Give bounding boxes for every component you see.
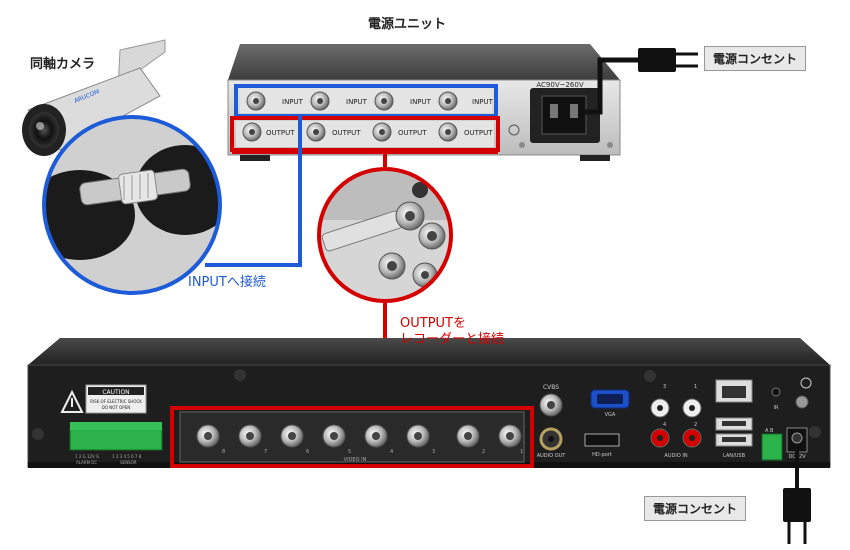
video-in-bnc-3 [406, 424, 430, 448]
video-in-label: VIDEO IN [344, 457, 367, 463]
vga-label: VGA [605, 412, 616, 418]
ground-screw-icon [795, 395, 809, 409]
ir-label: IR [774, 405, 779, 411]
hd-port-label: HD-port [592, 452, 612, 458]
lan-usb-label: LAN/USB [723, 453, 746, 459]
video-in-number-7: 7 [264, 449, 267, 455]
output-port-label-4: OUTPUT [464, 129, 493, 137]
coax-camera [22, 39, 166, 172]
input-port-label-4: INPUT [472, 98, 494, 106]
input-bnc-4 [438, 91, 458, 111]
output-port-label-1: OUTPUT [266, 129, 295, 137]
input-connect-label: INPUTへ接続 [188, 275, 266, 290]
usb-ports [715, 417, 753, 447]
video-in-number-3: 3 [432, 449, 435, 455]
caution-title: CAUTION [102, 389, 129, 396]
output-port-label-3: OUTPUT [398, 129, 427, 137]
input-port-label-1: INPUT [282, 98, 304, 106]
input-bnc-3 [374, 91, 394, 111]
ab-terminal [761, 433, 783, 461]
dc12v-port [786, 427, 808, 453]
video-in-number-6: 6 [306, 449, 309, 455]
video-in-bnc-8 [196, 424, 220, 448]
alarm-label: ALARM DC [76, 460, 97, 465]
audio-in-label: AUDIO IN [664, 453, 687, 459]
output-connect-label: OUTPUTを レコーダーと接続 [400, 316, 504, 348]
audio-out-label: AUDIO OUT [537, 453, 567, 459]
video-in-number-2: 2 [482, 449, 485, 455]
alarm-terminal-block [69, 422, 163, 451]
input-bnc-2 [310, 91, 330, 111]
sensor-label: SENSOR [120, 460, 137, 465]
video-in-bnc-6 [280, 424, 304, 448]
output-port-label-2: OUTPUT [332, 129, 361, 137]
input-bnc-1 [246, 91, 266, 111]
audio-out-port [539, 427, 563, 451]
video-in-number-1: 1 [520, 449, 523, 455]
caution-line-2: DO NOT OPEN [102, 405, 130, 410]
video-in-bnc-2 [456, 424, 480, 448]
audio-in-number-1: 1 [694, 384, 697, 390]
caution-line-1: RISK OF ELECTRIC SHOCK [90, 399, 142, 404]
video-in-number-4: 4 [390, 449, 393, 455]
ir-port [771, 387, 781, 397]
audio-in-number-4: 4 [663, 422, 666, 428]
hd-port [584, 433, 620, 447]
sensor-pin-labels: 1 2 3 4 5 6 7 8 [112, 454, 142, 459]
input-connection-line [205, 116, 302, 267]
audio-in-number-2: 2 [694, 422, 697, 428]
video-in-number-5: 5 [348, 449, 351, 455]
audio-in-number-3: 3 [663, 384, 666, 390]
bnc-zoom-circle [317, 167, 453, 303]
video-in-bnc-7 [238, 424, 262, 448]
cvbs-port [539, 393, 563, 417]
input-port-label-3: INPUT [410, 98, 432, 106]
outlet-label-bottom: 電源コンセント [644, 496, 747, 521]
ground-icon [800, 377, 812, 389]
alarm-pin-labels: 1 2 G 12V G [75, 454, 99, 459]
camera-title: 同軸カメラ [30, 57, 96, 72]
input-port-label-2: INPUT [346, 98, 368, 106]
lan-port [715, 379, 753, 403]
power-unit-title: 電源ユニット [368, 17, 447, 32]
output-bnc-1 [242, 122, 262, 142]
cable-zoom-circle [42, 115, 222, 295]
ab-label: A B [765, 428, 774, 434]
output-bnc-2 [306, 122, 326, 142]
vga-port [590, 389, 630, 409]
output-bnc-4 [438, 122, 458, 142]
ac-voltage-label: AC90V~260V [536, 81, 583, 89]
video-in-bnc-5 [322, 424, 346, 448]
video-in-bnc-4 [364, 424, 388, 448]
power-cord-top [578, 48, 698, 115]
output-connect-line-1: OUTPUTを [400, 316, 466, 331]
output-connect-line-2: レコーダーと接続 [400, 332, 505, 347]
video-in-number-8: 8 [222, 449, 225, 455]
audio-in-ports [650, 398, 702, 448]
outlet-label-top: 電源コンセント [704, 46, 807, 71]
cvbs-label: CVBS [543, 384, 559, 391]
output-bnc-3 [372, 122, 392, 142]
video-in-bnc-1 [498, 424, 522, 448]
caution-label [60, 384, 147, 414]
power-cord-bottom [783, 450, 811, 544]
